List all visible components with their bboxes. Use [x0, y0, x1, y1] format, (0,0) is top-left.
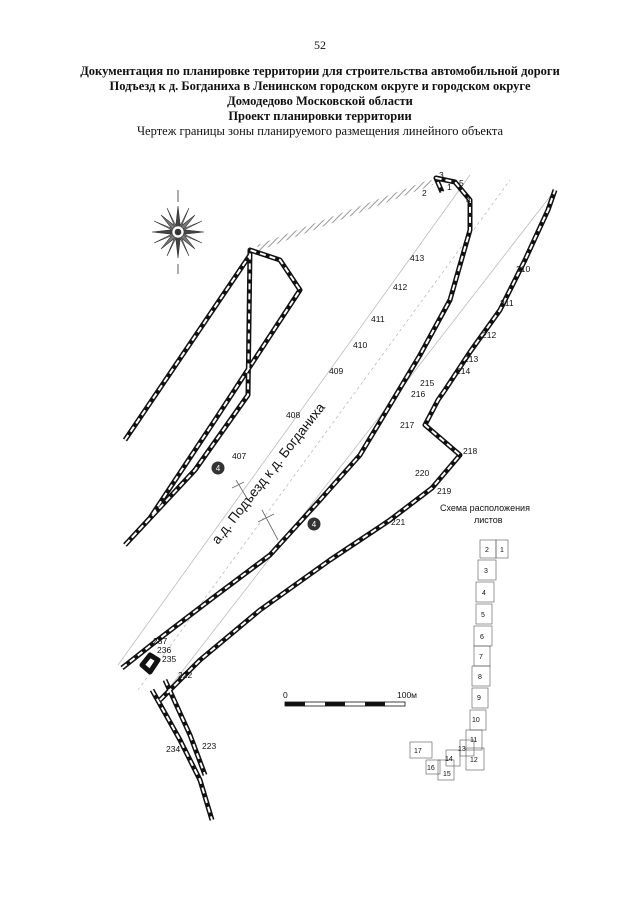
compass-rose-icon: [151, 190, 205, 274]
road-edge-north: [117, 174, 471, 666]
svg-text:4: 4: [312, 520, 317, 529]
point-label-411: 411: [371, 314, 385, 324]
scale-bar-start: 0: [283, 690, 288, 700]
numbered-circle-marker-icon: 4: [307, 517, 321, 531]
sheet-15: 15: [443, 771, 451, 778]
point-label-214: 214: [456, 366, 470, 376]
zone-boundary-lines: [120, 175, 558, 821]
point-label-413: 413: [410, 253, 424, 263]
point-label-210: 210: [516, 264, 530, 274]
point-label-211: 211: [500, 298, 514, 308]
header-line-3: Домодедово Московской области: [227, 94, 413, 108]
sheet-16: 16: [427, 765, 435, 772]
sheet-11: 11: [470, 737, 477, 744]
point-label-212: 212: [482, 330, 496, 340]
point-label-4: 4: [466, 195, 471, 205]
point-label-217: 217: [400, 420, 414, 430]
svg-text:4: 4: [216, 464, 221, 473]
page-number: 52: [314, 38, 326, 52]
point-label-407: 407: [232, 451, 246, 461]
header-line-2: Подъезд к д. Богданиха в Ленинском город…: [109, 79, 531, 93]
point-label-3: 3: [439, 170, 444, 180]
point-label-215: 215: [420, 378, 434, 388]
sheet-6: 6: [480, 634, 484, 641]
scale-bar: 0 100м: [283, 690, 417, 707]
scale-bar-end: 100м: [397, 690, 417, 700]
point-label-237: 237: [153, 636, 167, 646]
point-label-223: 223: [202, 741, 216, 751]
point-label-220: 220: [415, 468, 429, 478]
point-label-410: 410: [353, 340, 367, 350]
point-label-219: 219: [437, 486, 451, 496]
sheet-17: 17: [414, 748, 422, 755]
point-label-408: 408: [286, 410, 300, 420]
header-line-4: Проект планировки территории: [228, 109, 412, 123]
point-label-218: 218: [463, 446, 477, 456]
boundary-loop: [139, 652, 161, 675]
point-label-1: 1: [447, 182, 452, 192]
sheet-2: 2: [485, 547, 489, 554]
sheet-8: 8: [478, 674, 482, 681]
sheet-scheme-title-2: листов: [474, 515, 503, 525]
sheet-3: 3: [484, 568, 488, 575]
point-label-216: 216: [411, 389, 425, 399]
point-label-236: 236: [157, 645, 171, 655]
sheet-5: 5: [481, 612, 485, 619]
point-label-5: 5: [459, 178, 464, 188]
boundary-north: [120, 175, 473, 670]
point-label-2: 2: [422, 188, 427, 198]
point-label-221: 221: [391, 517, 405, 527]
sheet-9: 9: [477, 695, 481, 702]
point-label-235: 235: [162, 654, 176, 664]
numbered-circle-marker-icon: 4: [211, 461, 225, 475]
sheet-13: 13: [458, 746, 466, 753]
header-line-5: Чертеж границы зоны планируемого размеще…: [136, 124, 504, 138]
sheet-10: 10: [472, 717, 480, 724]
point-labels: 1 2 3 4 5 413 412 411 410 409 408 407 21…: [153, 170, 530, 754]
point-label-222: 222: [178, 670, 192, 680]
sheet-scheme: Схема расположения листов 1 2 3 4: [409, 503, 530, 781]
document-header: Документация по планировке территории дл…: [40, 64, 600, 139]
point-label-213: 213: [464, 354, 478, 364]
point-label-412: 412: [393, 282, 407, 292]
sheet-4: 4: [482, 590, 486, 597]
sheet-7: 7: [479, 654, 483, 661]
sheet-12: 12: [470, 757, 478, 764]
header-line-1: Документация по планировке территории дл…: [80, 64, 560, 78]
sheet-scheme-title-1: Схема расположения: [440, 503, 530, 513]
point-label-234: 234: [166, 744, 180, 754]
road-detail-marks: [231, 479, 279, 541]
road-edge-south: [159, 189, 556, 701]
road-edges: [117, 174, 556, 701]
boundary-branch: [149, 688, 215, 821]
sheet-1: 1: [500, 547, 504, 554]
point-label-409: 409: [329, 366, 343, 376]
access-road-strip: [256, 179, 434, 251]
sheet-14: 14: [445, 756, 453, 763]
